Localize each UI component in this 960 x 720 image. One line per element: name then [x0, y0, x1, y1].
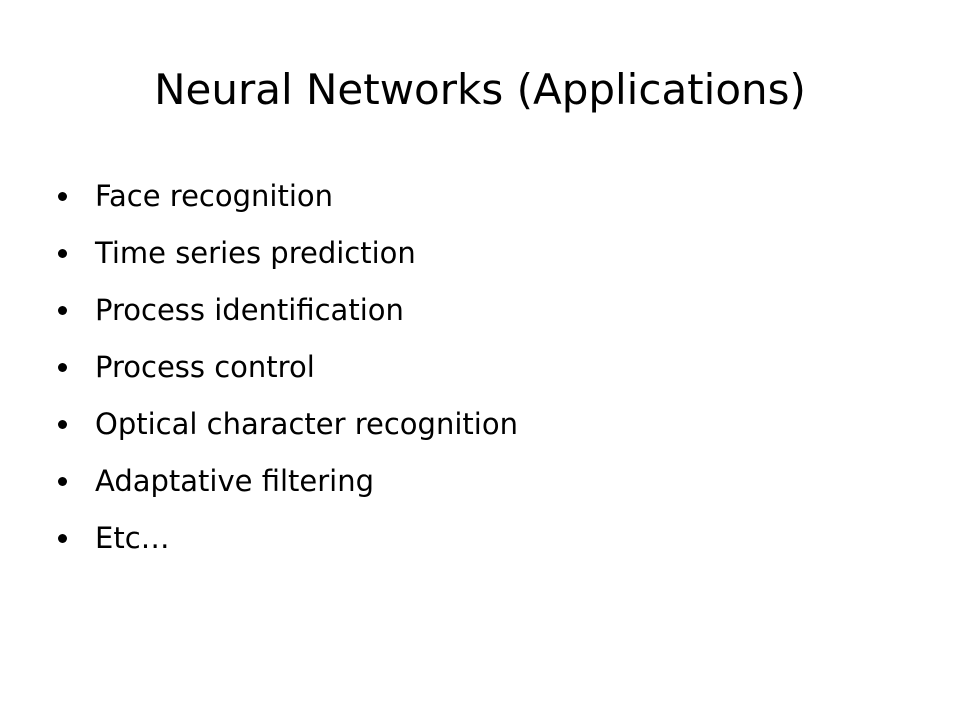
- bullet-text: Adaptative filtering: [95, 464, 375, 498]
- list-item: Process identification: [58, 282, 908, 339]
- bullet-icon: [58, 420, 67, 429]
- bullet-icon: [58, 306, 67, 315]
- bullet-icon: [58, 363, 67, 372]
- list-item: Etc…: [58, 510, 908, 567]
- bullet-icon: [58, 477, 67, 486]
- list-item: Time series prediction: [58, 225, 908, 282]
- bullet-icon: [58, 192, 67, 201]
- bullet-text: Time series prediction: [95, 236, 416, 270]
- bullet-text: Optical character recognition: [95, 407, 518, 441]
- bullet-text: Face recognition: [95, 179, 334, 213]
- bullet-list: Face recognition Time series prediction …: [58, 168, 908, 567]
- list-item: Face recognition: [58, 168, 908, 225]
- bullet-text: Process control: [95, 350, 315, 384]
- list-item: Optical character recognition: [58, 396, 908, 453]
- slide-title: Neural Networks (Applications): [154, 65, 806, 114]
- bullet-text: Process identification: [95, 293, 404, 327]
- bullet-icon: [58, 534, 67, 543]
- bullet-icon: [58, 249, 67, 258]
- list-item: Process control: [58, 339, 908, 396]
- list-item: Adaptative filtering: [58, 453, 908, 510]
- bullet-text: Etc…: [95, 521, 170, 555]
